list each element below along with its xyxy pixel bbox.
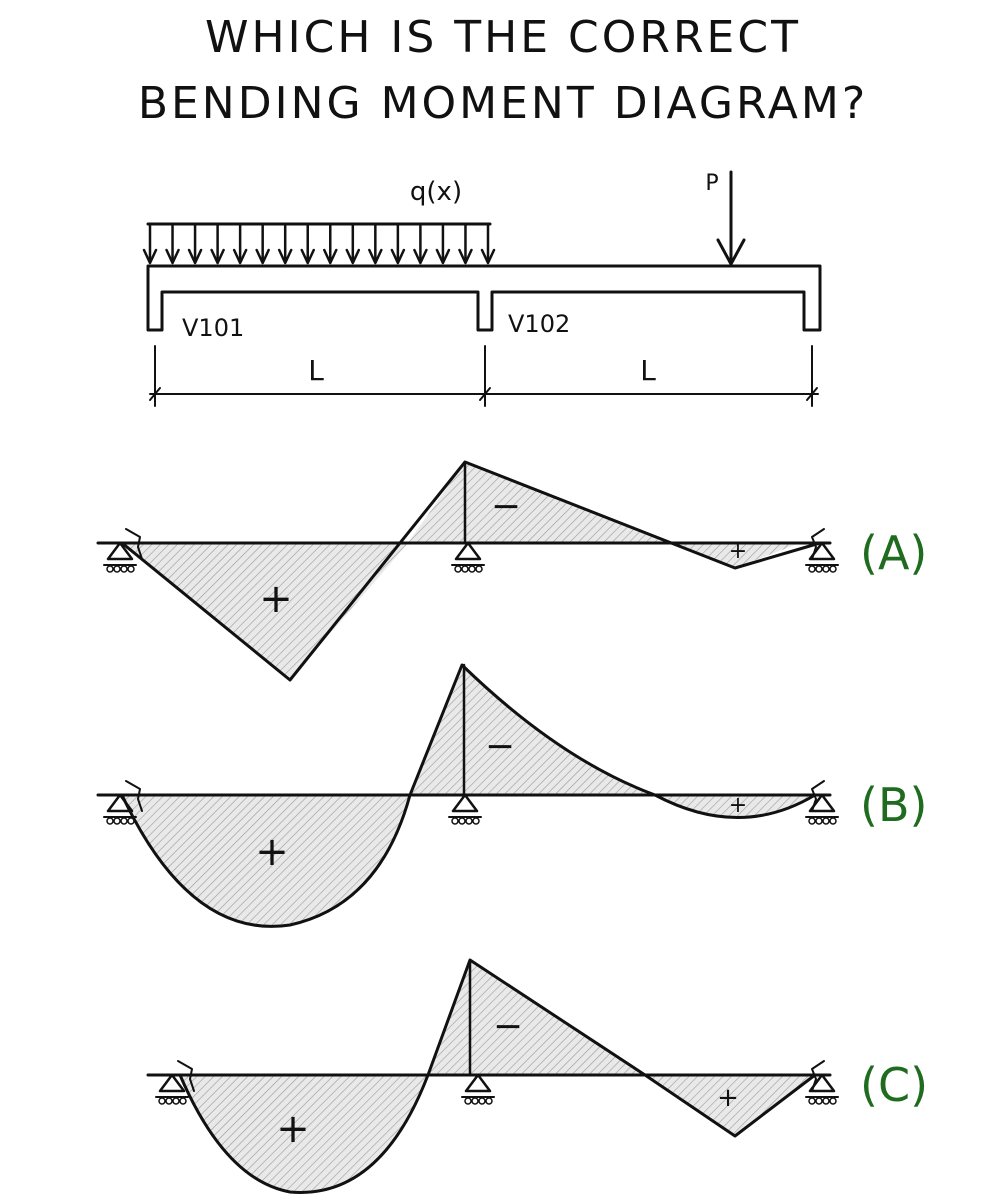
- option-c-label[interactable]: (C): [860, 1058, 928, 1112]
- option-a-small-positive-region: [668, 543, 800, 568]
- title-line-2: BENDING MOMENT DIAGRAM?: [137, 78, 869, 129]
- load-arrows: [142, 222, 496, 265]
- load-arrowhead: [187, 248, 203, 265]
- option-b-label[interactable]: (B): [860, 778, 927, 832]
- option-b-small-positive-sign: +: [729, 793, 747, 818]
- load-arrowhead: [345, 248, 361, 265]
- load-arrowhead: [255, 248, 270, 265]
- option-c-support-left: [155, 1060, 195, 1105]
- option-a-small-positive-sign: +: [729, 539, 747, 564]
- length1-label: L: [308, 354, 324, 387]
- option-a-negative-region: [408, 462, 668, 543]
- option-a-support-middle: [451, 541, 485, 573]
- option-b-positive-sign: +: [255, 829, 289, 875]
- dimension-lines: [149, 345, 819, 407]
- load-arrowhead: [277, 248, 293, 265]
- option-a-positive-region: [122, 543, 408, 680]
- load-arrowhead: [390, 248, 406, 265]
- option-b-positive-region: [122, 795, 410, 927]
- option-a-support-right: [805, 528, 839, 573]
- load-arrowhead: [368, 248, 383, 265]
- title-line-1: WHICH IS THE CORRECT: [205, 12, 801, 63]
- option-c-small-positive-sign: +: [717, 1083, 739, 1113]
- load-arrowhead: [413, 248, 428, 265]
- span2-label: V102: [508, 310, 570, 338]
- option-c-small-positive-region: [645, 1075, 815, 1136]
- load-arrowhead: [300, 248, 315, 265]
- option-b-support-left: [103, 780, 143, 825]
- load-arrowhead: [165, 248, 180, 265]
- option-b-support-right: [805, 780, 839, 825]
- point-load: [716, 170, 746, 266]
- load-arrowhead: [210, 248, 225, 265]
- distributed-load: [142, 222, 496, 265]
- option-a-label[interactable]: (A): [860, 526, 927, 580]
- load-arrowhead: [458, 248, 473, 265]
- load-arrowhead: [323, 248, 338, 265]
- option-b-negative-region: [410, 665, 655, 795]
- load-arrowhead: [142, 248, 158, 265]
- beam-schematic: q(x) P V101 V102 L L: [142, 170, 822, 407]
- option-a-negative-sign: −: [491, 486, 521, 527]
- option-a-support-left: [103, 528, 143, 573]
- load-arrowhead: [232, 248, 248, 265]
- beam-outline: [146, 264, 822, 332]
- option-c-diagram: + − + (C): [146, 958, 928, 1194]
- option-c-negative-sign: −: [493, 1006, 523, 1047]
- option-a-positive-sign: +: [259, 576, 293, 622]
- point-load-label: P: [705, 171, 718, 196]
- option-c-negative-region: [428, 960, 645, 1075]
- length2-label: L: [640, 354, 656, 387]
- option-b-diagram: + − + (B): [96, 663, 927, 928]
- load-arrowhead: [435, 248, 451, 265]
- load-arrowhead: [480, 248, 496, 265]
- option-c-moment-curve: [178, 958, 817, 1194]
- option-b-support-middle: [448, 793, 482, 825]
- load-label: q(x): [410, 177, 462, 207]
- option-c-positive-sign: +: [276, 1106, 310, 1152]
- point-load-arrowhead: [716, 238, 746, 266]
- option-b-negative-sign: −: [485, 726, 515, 767]
- option-c-positive-region: [180, 1075, 428, 1193]
- option-c-support-middle: [461, 1073, 495, 1105]
- span1-label: V101: [182, 314, 244, 342]
- option-c-support-right: [805, 1060, 839, 1105]
- option-a-diagram: + − + (A): [96, 460, 927, 682]
